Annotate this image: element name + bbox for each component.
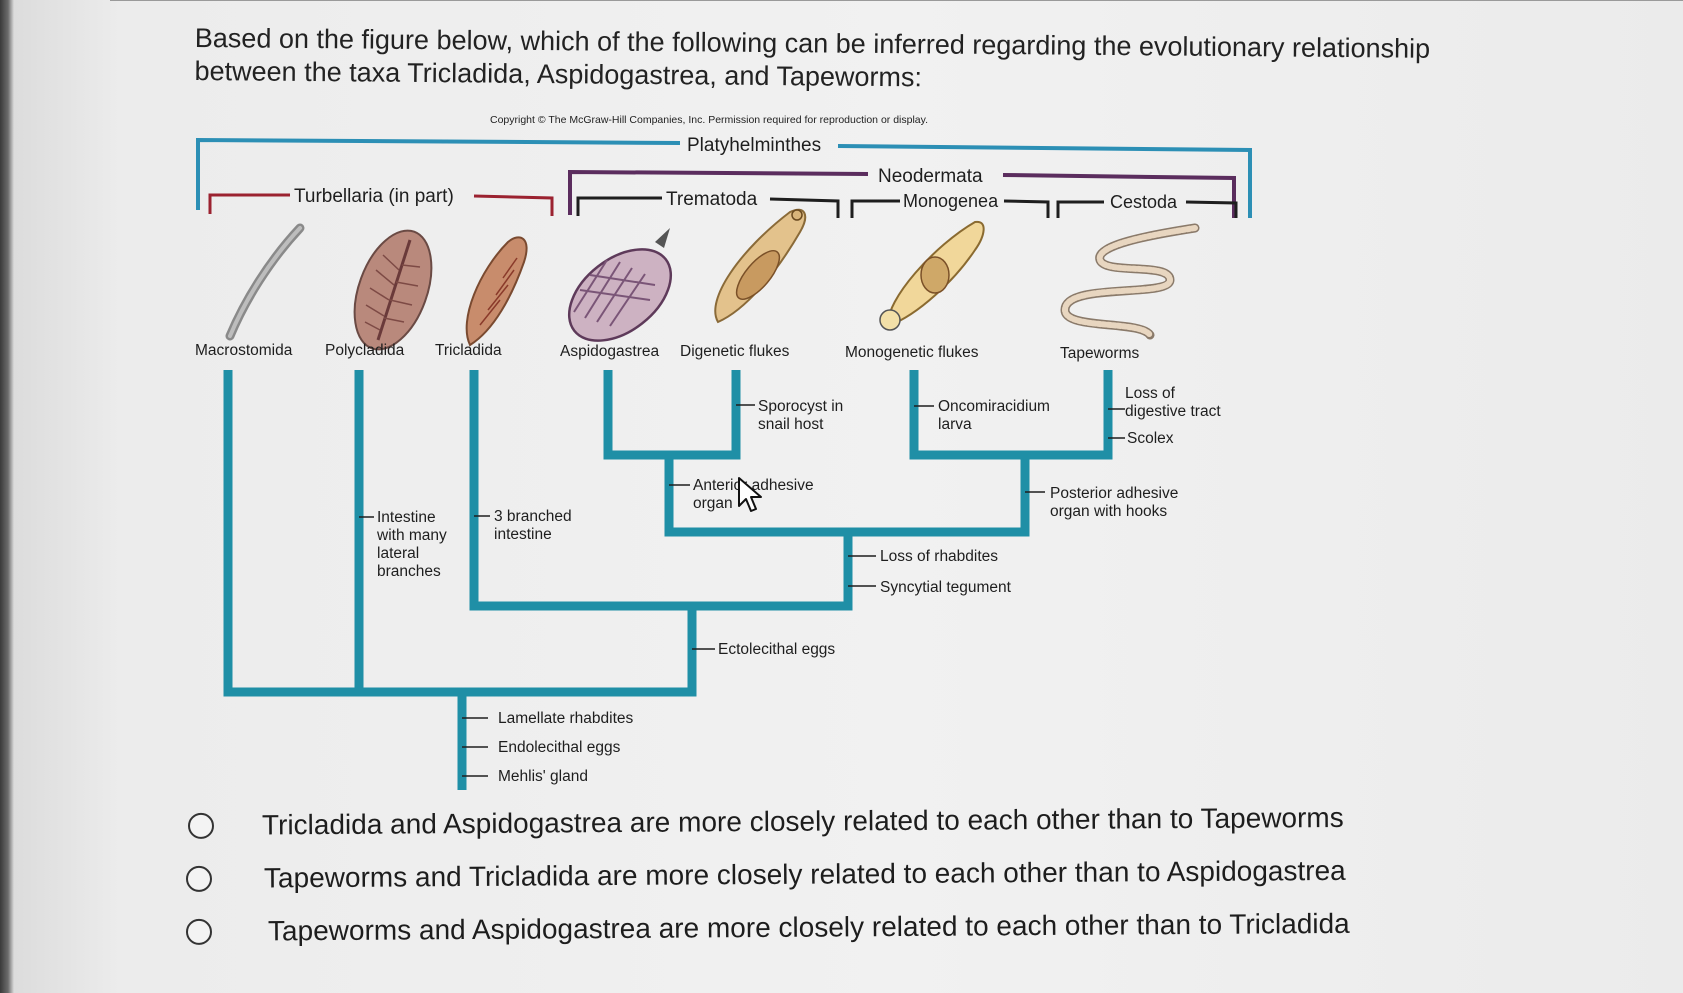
trematoda-bracket xyxy=(576,196,840,218)
trait-ticks xyxy=(359,404,1125,777)
trait-posterior-adhesive-line2: organ with hooks xyxy=(1050,503,1167,520)
figure-copyright: Copyright © The McGraw-Hill Companies, I… xyxy=(490,114,928,126)
option-2-radio[interactable] xyxy=(185,865,213,892)
tricladida-drawing xyxy=(465,236,528,347)
option-3-radio[interactable] xyxy=(185,918,213,945)
trait-anterior-adhesive-line1: Anterior adhesive xyxy=(693,477,814,494)
taxon-macrostomida: Macrostomida xyxy=(195,342,293,359)
trait-three-branched-line2: intestine xyxy=(494,526,552,543)
taxon-tapeworms: Tapeworms xyxy=(1060,345,1139,362)
trait-mehlis-gland: Mehlis' gland xyxy=(498,768,588,785)
mouse-pointer-icon xyxy=(738,477,762,512)
trait-lamellate-rhabdites: Lamellate rhabdites xyxy=(498,710,634,727)
trait-sporocyst-line1: Sporocyst in xyxy=(758,398,843,415)
trait-ectolecithal-eggs: Ectolecithal eggs xyxy=(718,641,835,658)
trait-intestine-line4: branches xyxy=(377,563,441,580)
trait-syncytial-tegument: Syncytial tegument xyxy=(880,579,1012,596)
monogenea-label: Monogenea xyxy=(903,191,999,211)
trait-intestine-line1: Intestine xyxy=(377,509,436,526)
macrostomida-drawing xyxy=(225,223,305,341)
polycladida-drawing xyxy=(353,229,433,351)
aspidogastrea-drawing xyxy=(567,228,673,342)
trait-intestine-line2: with many xyxy=(376,527,447,544)
turbellaria-label: Turbellaria (in part) xyxy=(294,186,454,207)
neodermata-label: Neodermata xyxy=(878,166,983,187)
trait-three-branched-line1: 3 branched xyxy=(494,508,572,525)
trait-oncomiracidium-line2: larva xyxy=(938,416,972,433)
platyhelminthes-label: Platyhelminthes xyxy=(687,135,821,156)
monogenetic-flukes-drawing xyxy=(879,220,985,331)
neodermata-bracket xyxy=(568,169,1236,218)
turbellaria-bracket xyxy=(208,193,554,216)
taxon-monogenetic-flukes: Monogenetic flukes xyxy=(845,344,979,361)
digenetic-flukes-drawing xyxy=(714,208,807,324)
cestoda-label: Cestoda xyxy=(1110,192,1178,212)
top-divider xyxy=(110,0,1683,11)
trait-intestine-line3: lateral xyxy=(377,545,419,562)
tapeworm-drawing xyxy=(1060,223,1200,340)
platyhelminthes-bracket xyxy=(196,137,1252,218)
trait-anterior-adhesive-line2: organ xyxy=(693,495,733,512)
trait-scolex: Scolex xyxy=(1127,430,1174,447)
taxon-tricladida: Tricladida xyxy=(435,342,502,359)
taxon-polycladida: Polycladida xyxy=(325,342,405,359)
trait-posterior-adhesive-line1: Posterior adhesive xyxy=(1050,485,1178,502)
trematoda-label: Trematoda xyxy=(666,189,758,210)
option-1-radio[interactable] xyxy=(187,812,215,839)
taxon-digenetic-flukes: Digenetic flukes xyxy=(680,343,790,360)
trait-sporocyst-line2: snail host xyxy=(758,416,824,433)
trait-loss-digestive-line2: digestive tract xyxy=(1125,403,1221,420)
monogenea-bracket xyxy=(850,199,1050,218)
trait-loss-rhabdites: Loss of rhabdites xyxy=(880,548,998,565)
taxon-aspidogastrea: Aspidogastrea xyxy=(560,343,659,360)
trait-endolecithal-eggs: Endolecithal eggs xyxy=(498,739,621,756)
trait-oncomiracidium-line1: Oncomiracidium xyxy=(938,398,1050,415)
trait-loss-digestive-line1: Loss of xyxy=(1125,385,1176,402)
cestoda-bracket xyxy=(1056,200,1238,218)
